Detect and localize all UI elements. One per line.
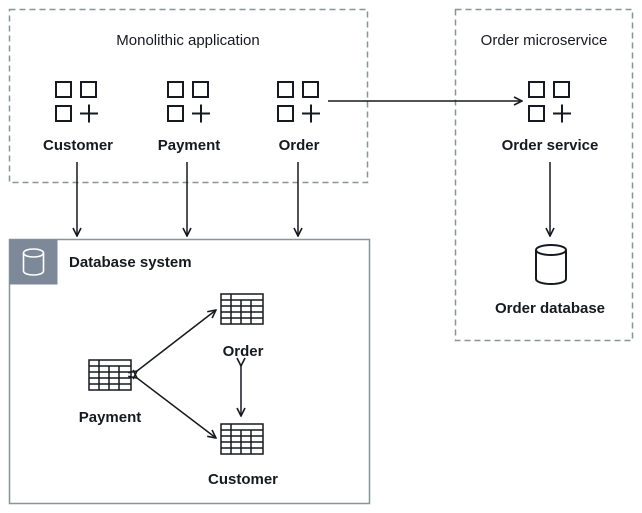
database-system-title: Database system bbox=[69, 254, 192, 271]
payment-module-label: Payment bbox=[157, 137, 221, 154]
payment-customer-relation-arrow bbox=[137, 378, 216, 438]
monolith-group bbox=[8, 8, 369, 184]
customer-table-icon bbox=[220, 423, 264, 455]
database-system-header bbox=[9, 239, 58, 285]
monolith-title: Monolithic application bbox=[116, 32, 260, 49]
order-table-label: Order bbox=[222, 343, 264, 360]
customer-module-label: Customer bbox=[42, 137, 114, 154]
order-service-icon bbox=[528, 81, 571, 123]
database-system-group bbox=[8, 238, 371, 505]
customer-module-icon bbox=[55, 81, 98, 123]
payment-module-icon bbox=[167, 81, 210, 123]
order-module-label: Order bbox=[278, 137, 320, 154]
microservice-title: Order microservice bbox=[480, 32, 608, 49]
order-database-label: Order database bbox=[494, 300, 606, 317]
order-service-label: Order service bbox=[501, 137, 599, 154]
microservice-group bbox=[454, 8, 634, 342]
database-group-icon bbox=[22, 248, 45, 276]
payment-table-label: Payment bbox=[78, 409, 142, 426]
order-table-icon bbox=[220, 293, 264, 325]
payment-order-relation-arrow bbox=[137, 310, 216, 371]
order-database-icon bbox=[535, 244, 567, 285]
order-module-icon bbox=[277, 81, 320, 123]
customer-table-label: Customer bbox=[207, 471, 279, 488]
payment-table-icon bbox=[88, 359, 132, 391]
